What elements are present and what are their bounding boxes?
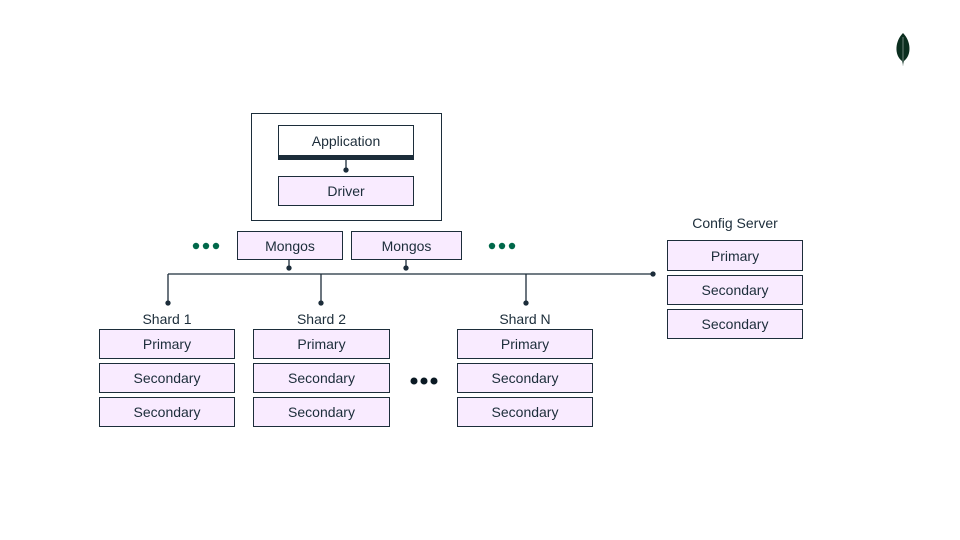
config-server-title: Config Server [692, 215, 778, 231]
config-server-connector-dot [650, 271, 656, 277]
app-driver-connector-dot [343, 167, 349, 173]
driver-label: Driver [327, 183, 365, 199]
shard-2-secondary: Secondary [253, 363, 390, 393]
member-label: Secondary [701, 316, 769, 332]
shard-1-secondary: Secondary [99, 363, 235, 393]
shard-2-connector-dot [318, 300, 324, 306]
shard-1-primary: Primary [99, 329, 235, 359]
member-label: Primary [710, 247, 760, 264]
shard-n-secondary: Secondary [457, 397, 593, 427]
shard-n-primary: Primary [457, 329, 593, 359]
config-server-primary: Primary [667, 240, 803, 271]
member-label: Secondary [701, 282, 769, 298]
member-label: Secondary [491, 370, 559, 386]
member-label: Secondary [288, 370, 355, 386]
application-host-frame [251, 113, 442, 221]
member-label: Primary [142, 336, 192, 352]
shard-1-title: Shard 1 [142, 311, 192, 327]
shard-1-connector-dot [165, 300, 171, 306]
shard-2-title: Shard 2 [296, 311, 347, 327]
mongos-router-2: Mongos [351, 231, 462, 260]
application-underline [278, 155, 414, 160]
member-label: Secondary [133, 404, 201, 420]
member-label: Secondary [133, 370, 201, 386]
application-box: Application [278, 125, 414, 156]
config-server-secondary: Secondary [667, 309, 803, 339]
mongos-2-connector-dot [403, 265, 409, 271]
member-label: Primary [500, 336, 550, 352]
shard-n-secondary: Secondary [457, 363, 593, 393]
application-label: Application [311, 132, 381, 149]
shard-n-title: Shard N [499, 311, 551, 327]
mongos-label: Mongos [265, 237, 315, 254]
member-label: Secondary [491, 404, 559, 420]
driver-box: Driver [278, 176, 414, 206]
shard-1-secondary: Secondary [99, 397, 235, 427]
mongos-1-connector-dot [286, 265, 292, 271]
shard-2-primary: Primary [253, 329, 390, 359]
member-label: Primary [297, 336, 346, 352]
shard-2-secondary: Secondary [253, 397, 390, 427]
mongos-label: Mongos [381, 237, 432, 254]
ellipsis-dots-icon [192, 242, 220, 250]
ellipsis-dots-icon [410, 377, 438, 385]
shard-n-connector-dot [523, 300, 529, 306]
mongos-router-1: Mongos [237, 231, 343, 260]
member-label: Secondary [288, 404, 355, 420]
config-server-secondary: Secondary [667, 275, 803, 305]
ellipsis-dots-icon [488, 242, 516, 250]
mongodb-leaf-icon [896, 33, 910, 66]
